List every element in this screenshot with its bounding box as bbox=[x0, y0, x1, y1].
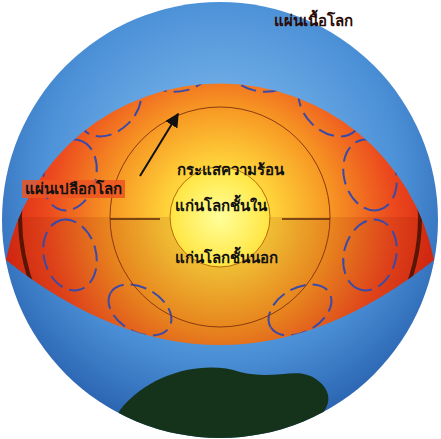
equator-line bbox=[282, 218, 330, 220]
continent-land bbox=[119, 368, 329, 439]
crust-plates bbox=[20, 17, 420, 417]
outer-core-boundary bbox=[110, 107, 330, 327]
part-label: แก่นโลกชั้นนอก bbox=[172, 249, 281, 267]
leader-arrow bbox=[140, 114, 178, 176]
part-label: แผ่นเปลือกโลก bbox=[22, 180, 125, 198]
convection-loop bbox=[260, 274, 341, 346]
convection-loop bbox=[138, 31, 221, 100]
part-label: กระแสความร้อน bbox=[174, 161, 287, 179]
convection-loop bbox=[66, 61, 154, 149]
part-label: แผ่นเนื้อโลก bbox=[271, 12, 356, 30]
part-label: แก่นโลกชั้นใน bbox=[172, 197, 270, 215]
convection-loop bbox=[336, 213, 405, 296]
convection-loop bbox=[36, 213, 105, 296]
convection-loop bbox=[36, 133, 105, 216]
convection-loop bbox=[218, 31, 301, 100]
section-shade bbox=[0, 217, 441, 439]
convection-loop bbox=[336, 133, 405, 216]
convection-loop bbox=[286, 61, 374, 149]
equator-line bbox=[110, 218, 160, 220]
convection-loop bbox=[100, 274, 181, 346]
